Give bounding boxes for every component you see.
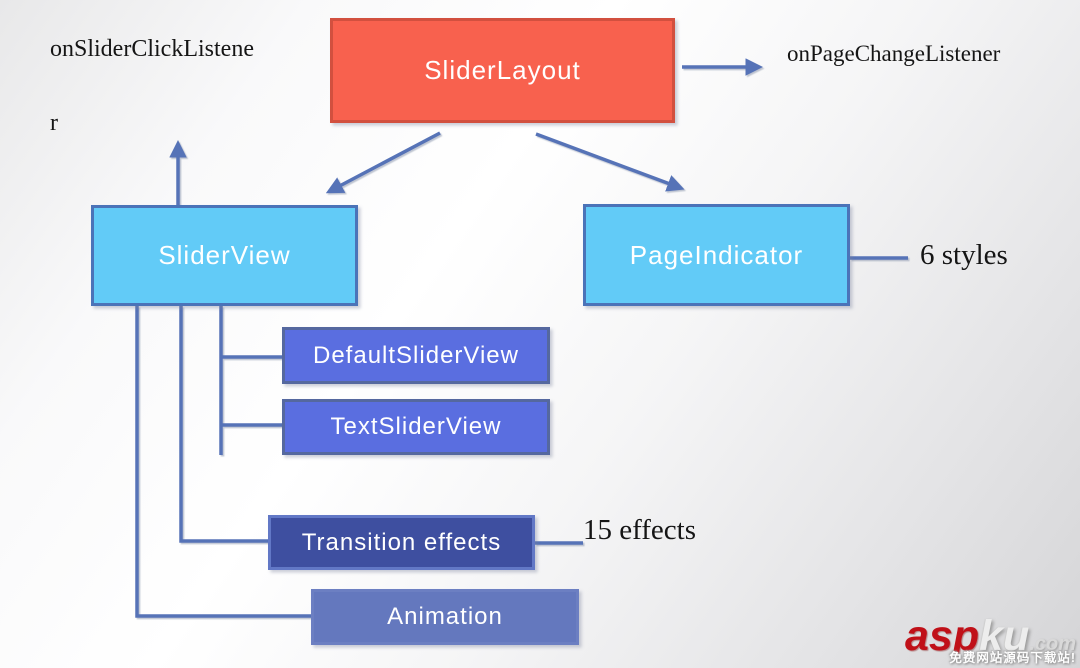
node-slider-view-label: SliderView [158, 240, 291, 270]
node-page-indicator: PageIndicator [583, 204, 850, 306]
annotation-15-effects: 15 effects [583, 514, 696, 546]
arrow-sliderlayout-to-sliderview [325, 131, 441, 194]
node-page-indicator-label: PageIndicator [629, 239, 804, 270]
node-transition-effects-label: Transition effects [301, 528, 502, 556]
node-slider-layout: SliderLayout [330, 18, 675, 123]
line-sliderview-to-transition-effects [179, 306, 268, 543]
watermark-brand-asp: asp [905, 611, 980, 660]
annotation-onpagechangelistener: onPageChangeListener [787, 41, 1001, 66]
annotation-onsliderclicklistener-line2: r [50, 110, 58, 136]
node-slider-view: SliderView [91, 205, 358, 306]
node-text-slider-view: TextSliderView [282, 399, 550, 455]
watermark-brand: aspku.com [905, 611, 1076, 660]
watermark-brand-ku: ku [979, 611, 1030, 660]
annotation-6-styles: 6 styles [920, 239, 1008, 271]
node-slider-layout-label: SliderLayout [424, 55, 581, 85]
watermark-domain-suffix: .com [1029, 632, 1076, 655]
line-sliderview-to-animation [135, 306, 311, 618]
node-animation: Animation [311, 589, 579, 645]
watermark-tagline: 免费网站源码下载站! [949, 650, 1076, 665]
node-animation-label: Animation [387, 603, 503, 630]
node-default-slider-view: DefaultSliderView [282, 327, 550, 384]
watermark: aspku.com 免费网站源码下载站! [905, 611, 1076, 665]
node-default-slider-view-label: DefaultSliderView [313, 341, 519, 369]
annotation-onsliderclicklistener-line1: onSliderClickListene [50, 36, 254, 62]
node-text-slider-view-label: TextSliderView [330, 413, 502, 440]
node-transition-effects: Transition effects [268, 515, 535, 570]
arrow-sliderlayout-to-pageindicator [535, 132, 685, 192]
